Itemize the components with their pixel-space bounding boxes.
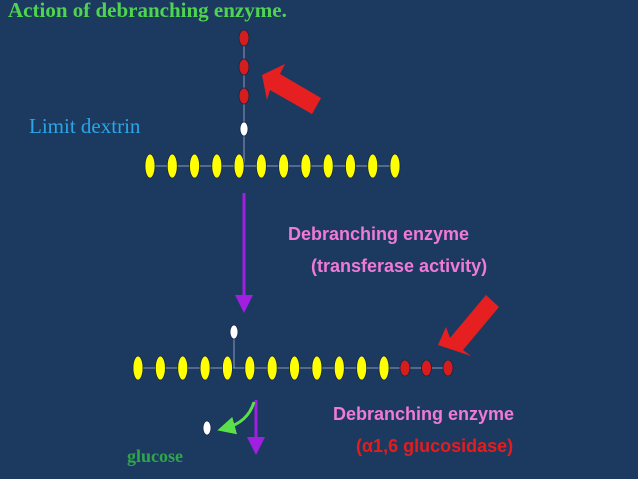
glucosidase-enzyme-name: Debranching enzyme	[333, 404, 515, 424]
transferase-arrow-icon	[262, 64, 321, 114]
glucose-label: glucose	[127, 446, 183, 466]
glucose-unit	[166, 153, 178, 179]
top-branch	[238, 29, 250, 137]
glucose-unit	[132, 355, 144, 381]
glucose-unit	[154, 355, 166, 381]
glucose-unit	[389, 153, 401, 179]
transferase-enzyme-name: Debranching enzyme	[288, 224, 470, 244]
glucose-unit	[222, 355, 233, 381]
transferred-residue	[421, 359, 432, 377]
glucose-unit	[311, 355, 323, 381]
glucose-unit	[378, 355, 390, 381]
limit-dextrin-label: Limit dextrin	[29, 114, 141, 138]
transferred-residue	[442, 359, 454, 377]
glucose-unit	[144, 153, 156, 179]
glucose-unit	[278, 153, 290, 179]
transferase-activity-label: (transferase activity)	[311, 256, 488, 276]
glucose-unit	[266, 355, 278, 381]
glucose-unit	[244, 355, 256, 381]
glucosidase-activity-label: (α1,6 glucosidase)	[356, 436, 514, 456]
branch-residue	[238, 29, 250, 47]
glucose-unit	[189, 153, 200, 179]
bottom-main-chain	[132, 355, 390, 381]
transferred-residue	[399, 359, 411, 377]
release-arrow	[217, 401, 256, 435]
branch-residue	[238, 87, 250, 105]
glucose-unit	[289, 355, 300, 381]
branch-point-residue	[239, 121, 249, 137]
glucose-unit	[300, 153, 312, 179]
glucose-unit	[367, 153, 379, 179]
top-main-chain	[144, 153, 401, 179]
branch-residue	[238, 58, 250, 76]
glucose-unit	[255, 153, 267, 179]
glucose-unit	[333, 355, 345, 381]
released-glucose	[202, 420, 212, 436]
glucose-unit	[356, 355, 368, 381]
glucose-unit	[233, 153, 245, 179]
glucosidase-arrow-icon	[438, 295, 499, 356]
glucose-unit	[322, 153, 334, 179]
branch-point-residue	[229, 324, 239, 340]
glucose-unit	[345, 153, 356, 179]
diagram-title: Action of debranching enzyme.	[8, 0, 287, 22]
glucose-unit	[177, 355, 189, 381]
glucose-unit	[211, 153, 223, 179]
transferred-residues	[229, 324, 454, 377]
glucose-unit	[199, 355, 211, 381]
